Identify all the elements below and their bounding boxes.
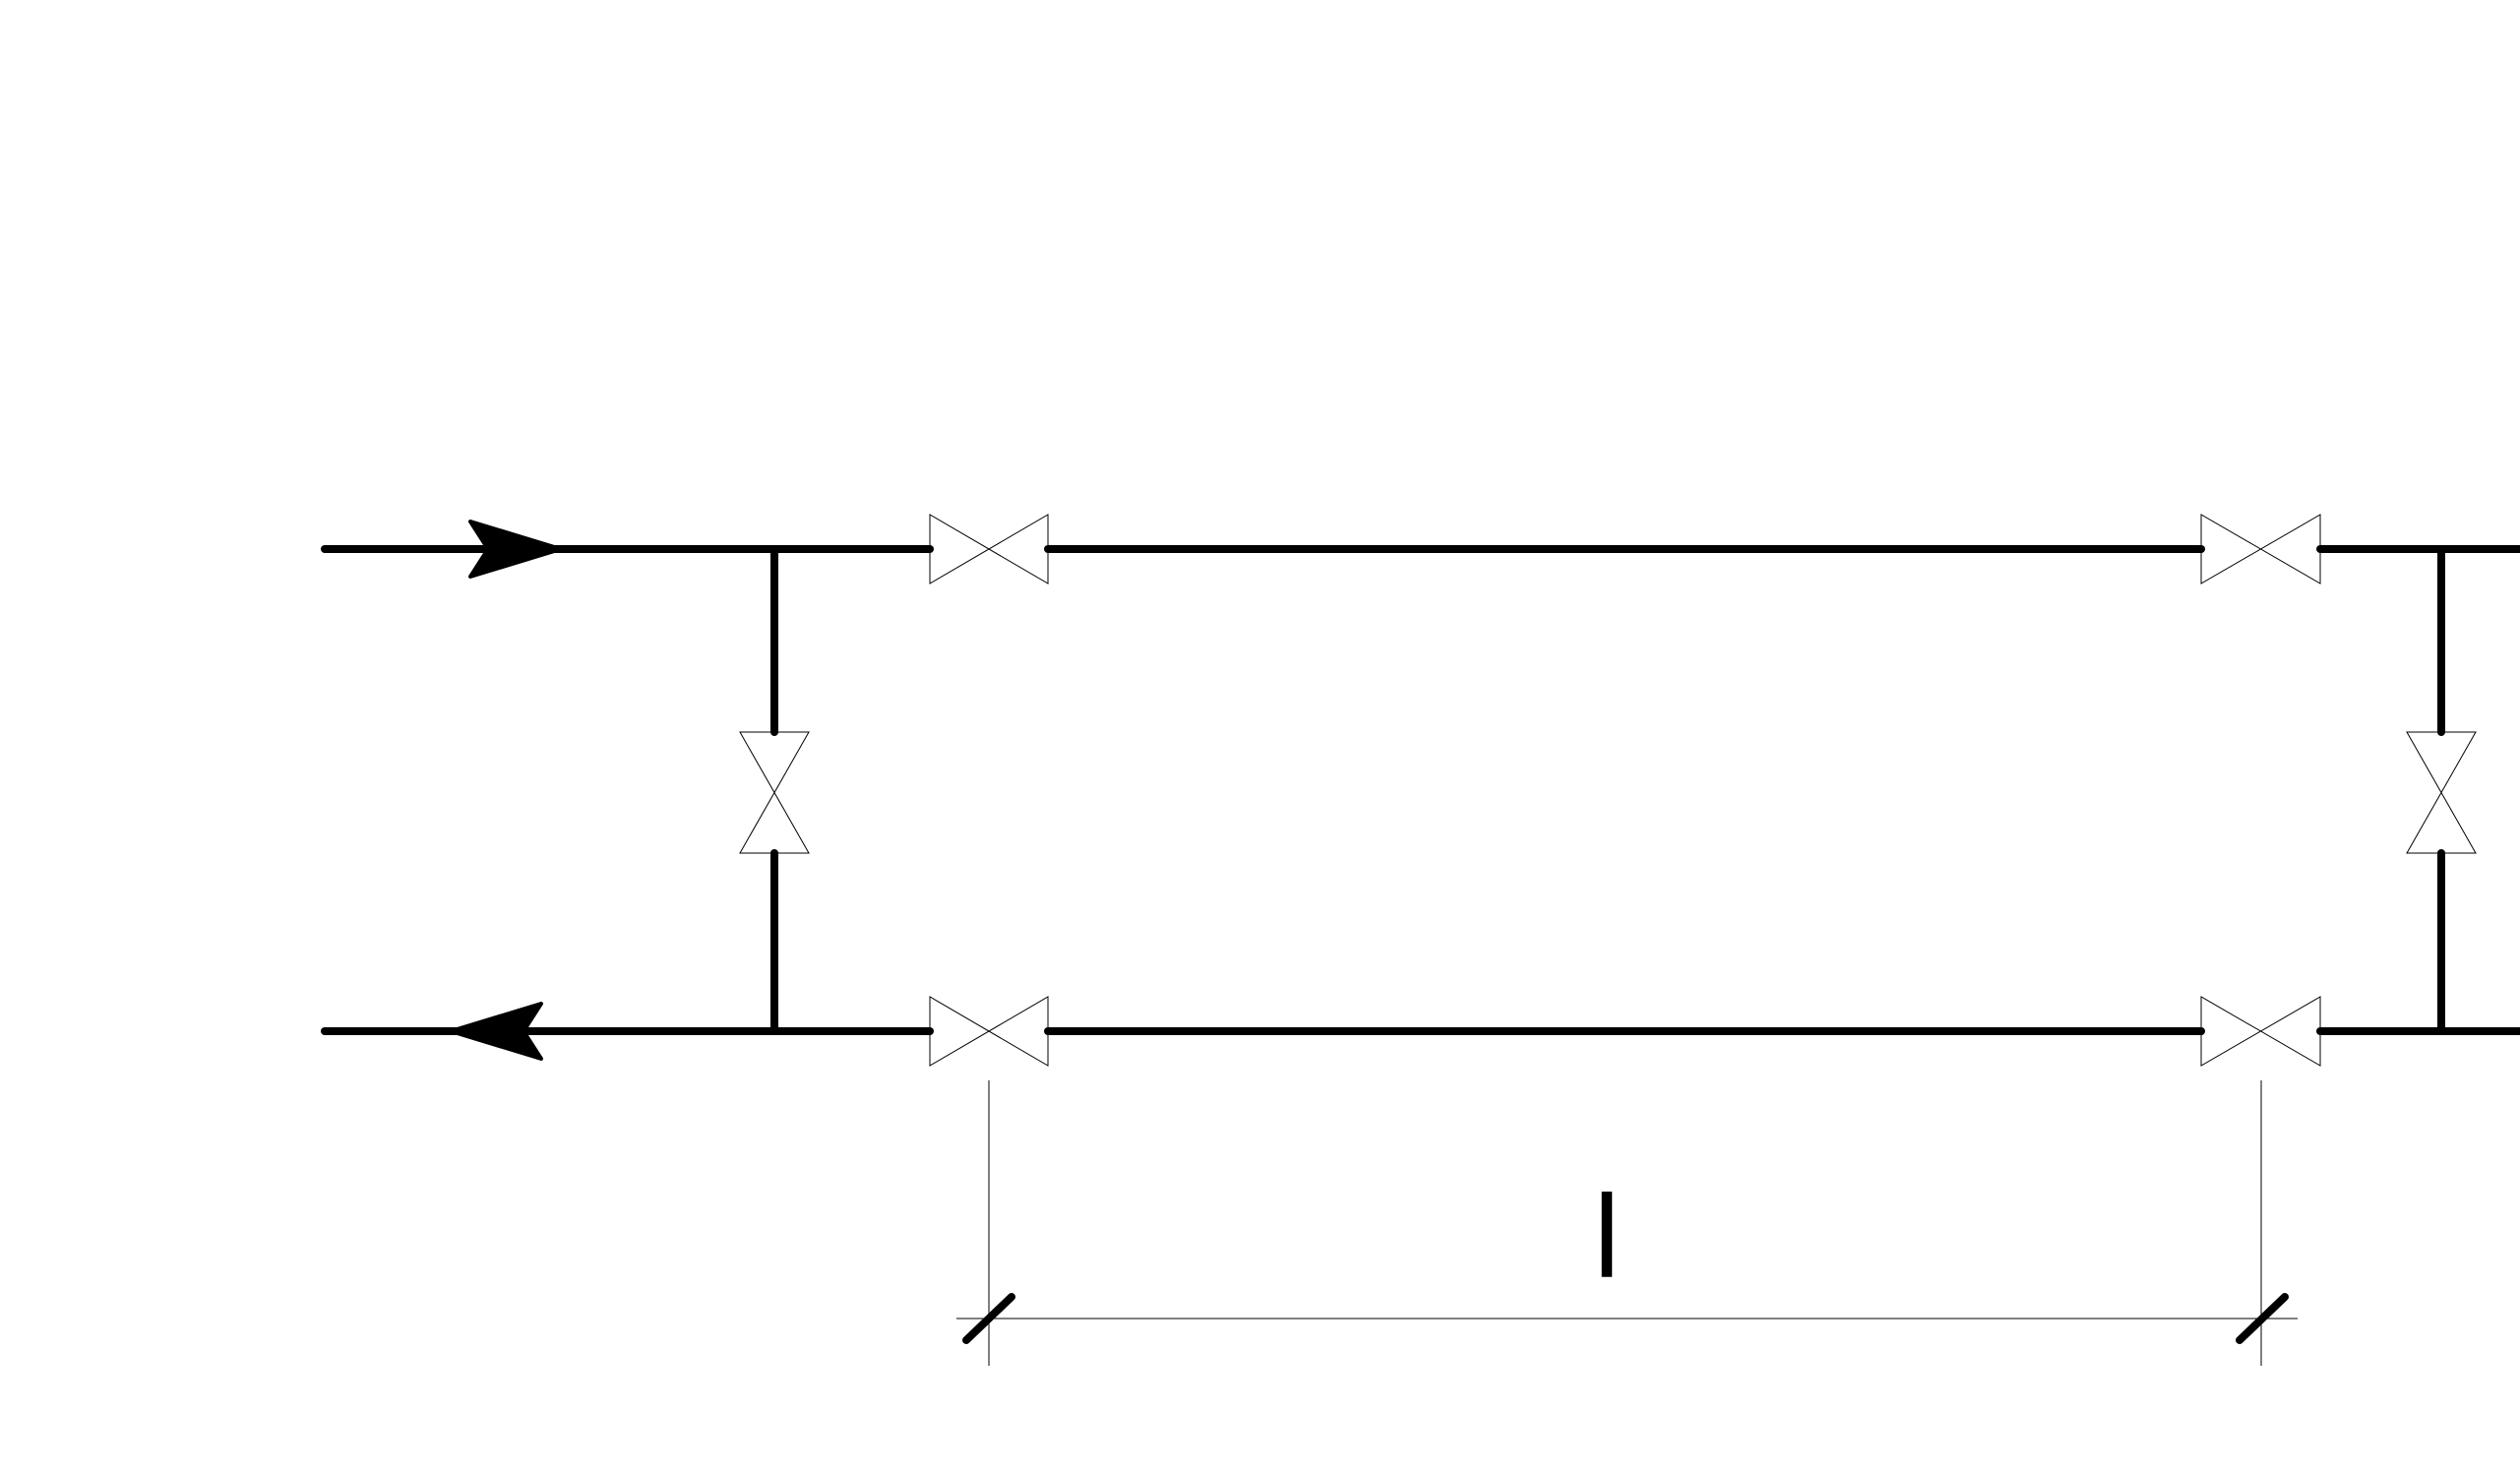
left-bypass-valve-icon <box>739 731 810 854</box>
return-line <box>321 1002 2520 1061</box>
length-dimension: l <box>956 1080 2298 1366</box>
right-bypass <box>2406 545 2477 1035</box>
return-left-valve-icon <box>929 996 1049 1067</box>
return-right-valve-icon <box>2200 996 2321 1067</box>
supply-flow-arrow-icon <box>468 520 563 579</box>
dimension-label: l <box>1594 1171 1621 1303</box>
dimension-tick-left <box>962 1293 1015 1344</box>
left-bypass <box>739 545 810 1035</box>
dimension-tick-right <box>2236 1293 2289 1344</box>
right-bypass-valve-icon <box>2406 731 2477 854</box>
return-flow-arrow-icon <box>449 1002 543 1061</box>
supply-left-valve-icon <box>929 514 1049 584</box>
supply-line <box>321 520 2520 579</box>
supply-right-valve-icon <box>2200 514 2321 584</box>
